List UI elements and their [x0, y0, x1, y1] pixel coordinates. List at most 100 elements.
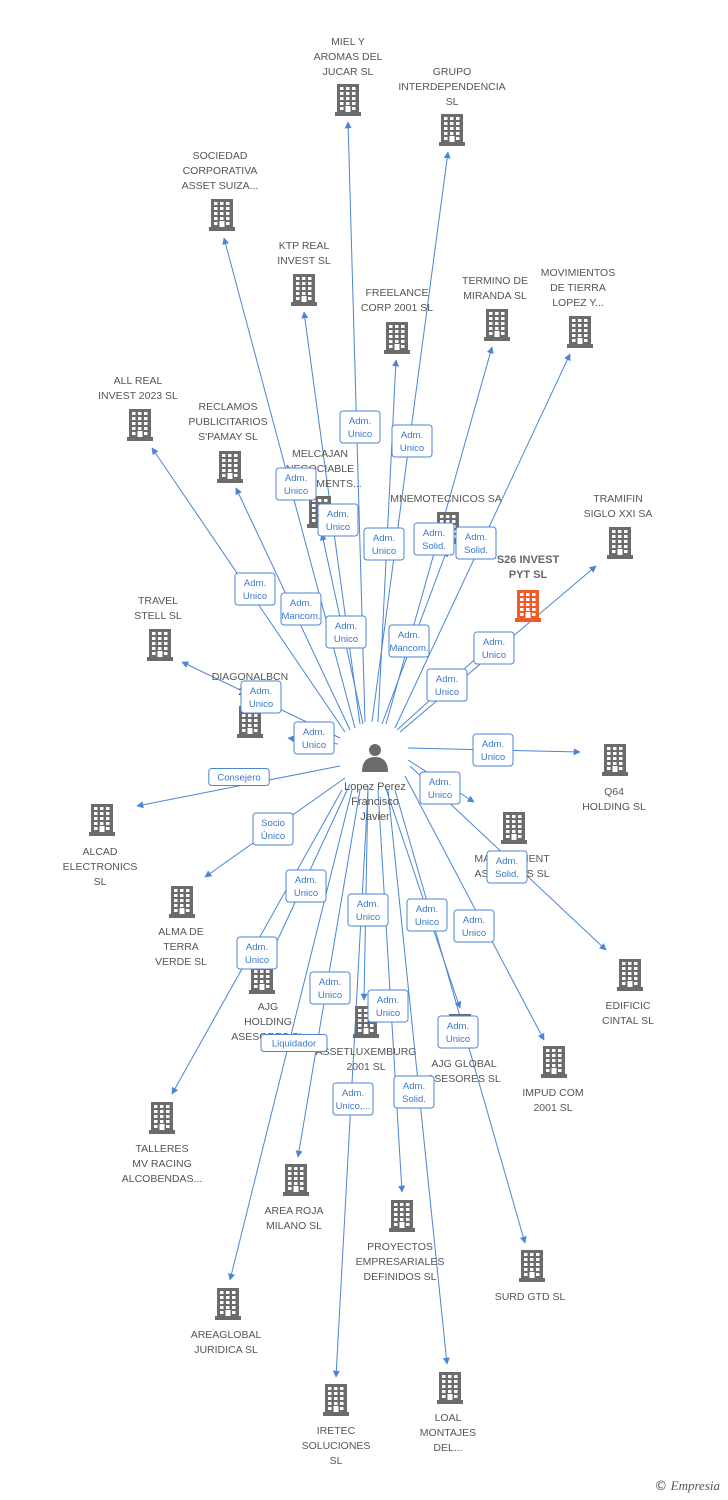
role-text: Unico — [356, 912, 380, 923]
role-label-r13[interactable]: Adm.Unico — [426, 668, 468, 702]
role-label-r27[interactable]: Adm.Unico — [367, 989, 409, 1023]
role-box — [234, 572, 276, 606]
role-label-r18[interactable]: Adm.Unico — [419, 771, 461, 805]
building-icon — [501, 812, 527, 844]
role-label-r21[interactable]: Adm.Unico — [285, 869, 327, 903]
role-text: Adm. — [349, 416, 371, 427]
role-label-r2[interactable]: Adm.Unico — [391, 424, 433, 458]
role-label-r10[interactable]: Adm.Unico — [325, 615, 367, 649]
role-label-r31[interactable]: Adm.Solid. — [393, 1075, 435, 1109]
role-text: Adm. — [436, 674, 458, 685]
role-label-r1[interactable]: Adm. Unico — [339, 410, 381, 444]
role-label-r11[interactable]: Adm.Mancom. — [388, 624, 430, 658]
company-label: TALLERES — [136, 1143, 189, 1155]
role-box — [426, 668, 468, 702]
role-label-r17[interactable]: Consejero — [208, 768, 270, 786]
company-label: SIGLO XXI SA — [584, 508, 653, 520]
company-label: SL — [94, 876, 107, 888]
building-icon — [127, 409, 153, 441]
company-label: INVEST SL — [277, 255, 331, 267]
brand-name: Empresia — [670, 1478, 720, 1493]
role-text: Unico — [446, 1034, 470, 1045]
role-label-r5[interactable]: Adm.Unico — [363, 527, 405, 561]
role-box — [388, 624, 430, 658]
role-label-r28[interactable]: Adm. Unico — [437, 1015, 479, 1049]
company-label: CORPORATIVA — [183, 165, 258, 177]
role-label-r20[interactable]: Adm.Solid. — [486, 850, 528, 884]
building-icon — [617, 959, 643, 991]
role-label-r29[interactable]: Liquidador — [260, 1034, 328, 1052]
role-box — [437, 1015, 479, 1049]
company-label: DEL... — [433, 1442, 462, 1454]
role-label-r3[interactable]: Adm.Unico — [275, 467, 317, 501]
role-text: Mancom. — [281, 611, 320, 622]
role-label-r23[interactable]: Adm.Unico — [406, 898, 448, 932]
role-text: Unico — [326, 522, 350, 533]
role-text: Adm. — [398, 630, 420, 641]
building-icon — [607, 527, 633, 559]
building-icon — [541, 1046, 567, 1078]
role-text: Adm. — [447, 1021, 469, 1032]
role-text: Unico — [348, 429, 372, 440]
role-label-r7[interactable]: Adm.Solid. — [455, 526, 497, 560]
role-label-r8[interactable]: Adm.Unico — [234, 572, 276, 606]
role-box — [260, 1034, 328, 1052]
role-label-r14[interactable]: Adm.Unico — [240, 680, 282, 714]
role-label-r30[interactable]: Adm.Unico,... — [332, 1082, 374, 1116]
center-person-label: Francisco — [351, 796, 399, 808]
role-label-r15[interactable]: Adm.Unico — [293, 721, 335, 755]
company-node-loal[interactable]: LOALMONTAJESDEL... — [420, 1372, 476, 1454]
role-label-r6[interactable]: Adm.Solid. — [413, 522, 455, 556]
building-icon — [567, 316, 593, 348]
company-label: TRAMIFIN — [593, 493, 643, 505]
company-label: AROMAS DEL — [314, 51, 383, 63]
company-node-tramifin[interactable]: TRAMIFIN SIGLO XXI SA — [584, 493, 653, 559]
role-label-r26[interactable]: Adm.Unico — [309, 971, 351, 1005]
role-text: Unico — [245, 955, 269, 966]
role-text: Unico — [372, 546, 396, 557]
role-label-r24[interactable]: Adm.Unico — [453, 909, 495, 943]
company-label: LOPEZ Y... — [552, 297, 604, 309]
role-label-r4[interactable]: Adm.Unico — [317, 503, 359, 537]
company-label: S'PAMAY SL — [198, 431, 258, 443]
company-label: MILANO SL — [266, 1220, 322, 1232]
role-text: Unico — [428, 790, 452, 801]
role-label-r25[interactable]: Adm.Unico — [236, 936, 278, 970]
role-label-r22[interactable]: Adm. Unico — [347, 893, 389, 927]
role-box — [309, 971, 351, 1005]
role-text: Adm. — [357, 899, 379, 910]
role-label-r9[interactable]: Adm.Mancom. — [280, 592, 322, 626]
role-text: Unico — [376, 1008, 400, 1019]
role-label-r12[interactable]: Adm.Unico — [473, 631, 515, 665]
company-node-surd[interactable]: SURD GTD SL — [495, 1250, 566, 1303]
building-icon — [147, 629, 173, 661]
company-label: DEFINIDOS SL — [364, 1271, 437, 1283]
role-label-r16[interactable]: Adm.Unico — [472, 733, 514, 767]
